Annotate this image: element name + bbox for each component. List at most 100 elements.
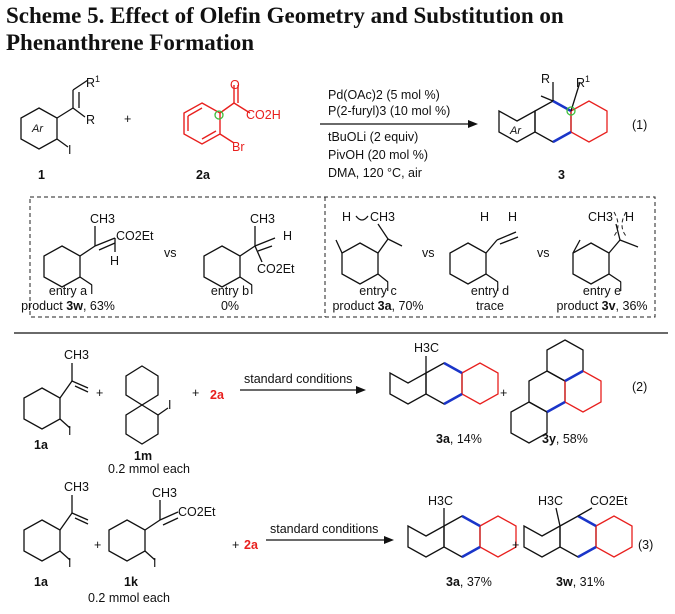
compound-2a-structure	[183, 85, 251, 145]
entry-a-result: product 3w, 63%	[21, 299, 115, 313]
oxygen-label: O	[230, 78, 240, 92]
entry-c-structure	[335, 215, 403, 285]
r3-1k-i: I	[153, 556, 157, 570]
r2-3a-yield: 3a, 14%	[436, 432, 482, 446]
product-3-structure	[498, 81, 608, 144]
r2-plus-2: +	[192, 386, 200, 400]
product-3-label: 3	[558, 168, 565, 182]
compound-1a-structure-r3	[23, 495, 89, 562]
r2-plus-1: +	[96, 386, 104, 400]
entry-e-ch3: CH3	[588, 210, 614, 224]
r3-1a-i: I	[68, 556, 72, 570]
entry-b-structure	[203, 226, 276, 288]
r3-3w-h3c: H3C	[538, 494, 564, 508]
entry-d-h2: H	[508, 210, 518, 224]
entry-b-ch3: CH3	[250, 212, 276, 226]
r3-3w-yield: 3w, 31%	[556, 575, 605, 589]
entry-a-name: entry a	[48, 284, 88, 298]
iodine-label: I	[68, 143, 72, 157]
compound-1a-structure-r2	[23, 363, 89, 430]
ar-label: Ar	[32, 123, 43, 135]
entry-d-structure	[449, 231, 519, 285]
entry-d-name: entry d	[470, 284, 510, 298]
condition-2: P(2-furyl)3 (10 mol %)	[328, 104, 451, 118]
bromine-label: Br	[232, 140, 245, 154]
r2-1a-label: 1a	[34, 438, 48, 452]
entry-c-result: product 3a, 70%	[332, 299, 424, 313]
entry-a-h: H	[110, 254, 120, 268]
r3-1k-co2et: CO2Et	[178, 505, 216, 519]
entry-b-co2et: CO2Et	[257, 262, 295, 276]
entry-e-h: H	[625, 210, 635, 224]
compound-1k-structure	[108, 500, 179, 562]
r2-1m-label: 1m	[134, 449, 153, 463]
entry-d-i: I	[496, 280, 500, 294]
entry-c-name: entry c	[359, 284, 397, 298]
r1-substituent: R1	[86, 74, 101, 91]
r3-1k-label: 1k	[124, 575, 138, 589]
r3-2a-label: 2a	[244, 538, 258, 552]
r2-1a-ch3: CH3	[64, 348, 90, 362]
equation-3-number: (3)	[638, 538, 654, 552]
entry-a-structure	[43, 226, 116, 288]
r3-plus-1: +	[94, 538, 102, 552]
entry-c-h: H	[342, 210, 352, 224]
condition-5: DMA, 120 °C, air	[328, 166, 422, 180]
entry-e-structure	[572, 211, 639, 285]
scheme-title: Scheme 5. Effect of Olefin Geometry and …	[6, 3, 564, 55]
entry-e-result: product 3v, 36%	[556, 299, 648, 313]
entry-c-ch3: CH3	[370, 210, 396, 224]
equation-1-number: (1)	[632, 118, 648, 132]
condition-4: PivOH (20 mol %)	[328, 148, 429, 162]
vs-3: vs	[537, 246, 550, 260]
entry-d-h1: H	[480, 210, 490, 224]
vs-2: vs	[422, 246, 435, 260]
r3-1k-ch3: CH3	[152, 486, 178, 500]
entry-c-i: I	[386, 280, 390, 294]
r2-2a-label: 2a	[210, 388, 224, 402]
plus-sign: +	[124, 112, 132, 126]
compound-1-label: 1	[38, 168, 45, 182]
compound-2a-label: 2a	[196, 168, 210, 182]
r3-1a-label: 1a	[34, 575, 48, 589]
compound-1-structure	[20, 79, 89, 150]
product-ar-label: Ar	[510, 125, 521, 137]
r2-3a-h3c: H3C	[414, 341, 440, 355]
condition-1: Pd(OAc)2 (5 mol %)	[328, 88, 440, 102]
vs-1: vs	[164, 246, 177, 260]
carboxylic-acid-label: CO2H	[246, 108, 281, 122]
r3-arrow-text: standard conditions	[270, 522, 379, 536]
r2-3y-yield: 3y, 58%	[542, 432, 588, 446]
entry-a-ch3: CH3	[90, 212, 116, 226]
r2-amount: 0.2 mmol each	[108, 462, 190, 476]
entry-b-i: I	[250, 283, 254, 297]
entry-e-name: entry e	[582, 284, 622, 298]
r2-1m-i: I	[168, 398, 172, 412]
r2-1a-i: I	[68, 424, 72, 438]
entry-b-name: entry b	[210, 284, 250, 298]
r3-3w-co2et: CO2Et	[590, 494, 628, 508]
entry-d-result: trace	[476, 299, 504, 313]
r3-amount: 0.2 mmol each	[88, 591, 170, 605]
r3-1a-ch3: CH3	[64, 480, 90, 494]
r3-3a-yield: 3a, 37%	[446, 575, 492, 589]
product-3y-structure	[510, 339, 602, 444]
r3-plus-3: +	[512, 538, 520, 552]
r2-plus-3: +	[500, 386, 508, 400]
r2-arrow-text: standard conditions	[244, 372, 353, 386]
compound-1m-structure	[125, 365, 169, 445]
entry-b-result: 0%	[220, 299, 240, 313]
product-3a-structure-r2	[389, 356, 499, 406]
equation-2-number: (2)	[632, 380, 648, 394]
product-r1-label: R1	[576, 74, 591, 91]
r3-3a-h3c: H3C	[428, 494, 454, 508]
entry-b-h: H	[283, 229, 293, 243]
r-substituent: R	[86, 113, 96, 127]
entry-a-i: I	[90, 283, 94, 297]
entry-a-co2et: CO2Et	[116, 229, 154, 243]
r3-plus-2: +	[232, 538, 240, 552]
product-r-label: R	[541, 72, 551, 86]
product-3w-structure	[523, 507, 633, 559]
product-3a-structure-r3	[407, 508, 517, 559]
